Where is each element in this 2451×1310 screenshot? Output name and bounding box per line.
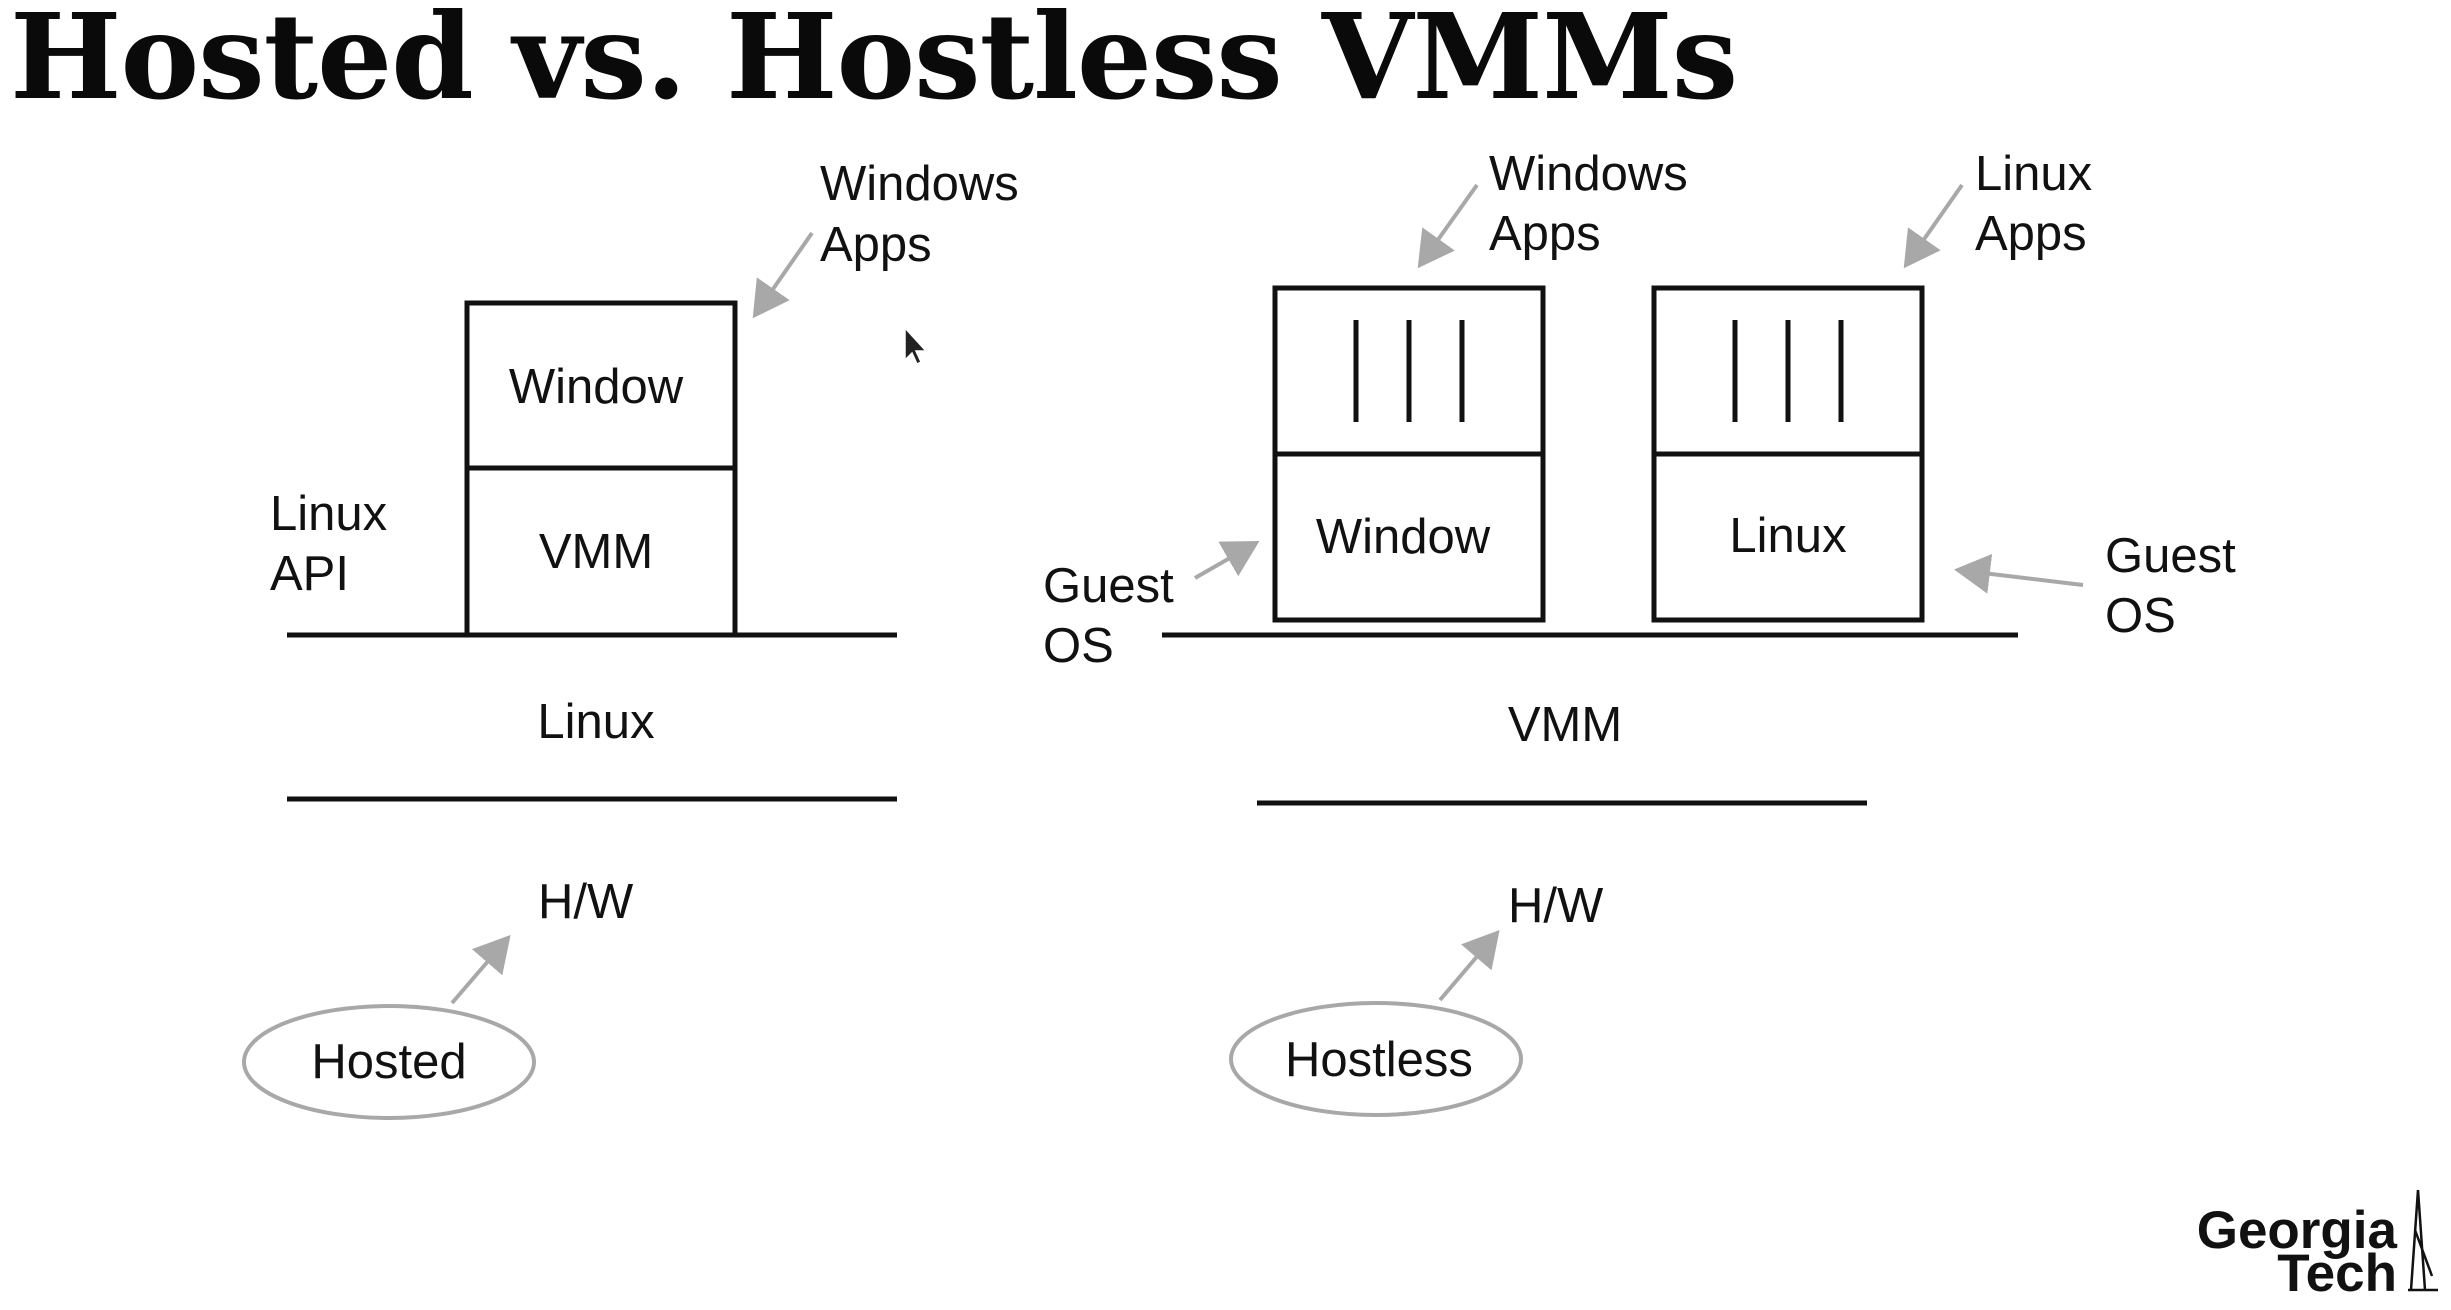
hostless-vmm-label: VMM xyxy=(1508,698,1622,752)
linux-apps-label-line2: Apps xyxy=(1975,207,2087,261)
hostless-windows-apps-arrow xyxy=(1417,183,1479,269)
hosted-windows-apps-label-line1: Windows xyxy=(820,157,1019,211)
tech-tower-icon xyxy=(2408,1189,2438,1292)
linux-api-label-line2: API xyxy=(270,547,349,601)
hostless-diagram: Windows Apps Linux Apps Window Linux Gue… xyxy=(1043,147,2236,1117)
hosted-oval-label: Hosted xyxy=(311,1035,466,1089)
hosted-oval xyxy=(242,1004,536,1120)
hostless-hw-label: H/W xyxy=(1508,879,1604,933)
hosted-windows-apps-label-line2: Apps xyxy=(820,218,932,272)
linux-apps-arrow xyxy=(1903,183,1964,269)
hostless-windows-apps-label-line2: Apps xyxy=(1489,207,1601,261)
guest-os-left-label-line2: OS xyxy=(1043,619,1114,673)
hostless-windows-apps-label-line1: Windows xyxy=(1489,147,1688,201)
slide-title: Hosted vs. Hostless VMMs xyxy=(10,0,1738,126)
hosted-linux-label: Linux xyxy=(537,695,654,749)
guest-os-left-label-line1: Guest xyxy=(1043,559,1174,613)
hostless-linux-label: Linux xyxy=(1729,509,1846,563)
georgia-tech-logo: Georgia Tech xyxy=(2197,1189,2438,1303)
hosted-diagram: Windows Apps Window VMM Linux API Linux … xyxy=(242,157,1019,1120)
hostless-window-os-box xyxy=(1272,451,1546,623)
linux-api-label-line1: Linux xyxy=(270,487,387,541)
guest-os-right-label-line2: OS xyxy=(2105,589,2176,643)
hostless-oval xyxy=(1229,1001,1523,1117)
guest-os-right-label-line1: Guest xyxy=(2105,529,2236,583)
hostless-hw-arrow xyxy=(1438,929,1500,1002)
guest-os-left-arrow xyxy=(1194,541,1260,580)
guest-os-right-arrow xyxy=(1954,553,2084,594)
hosted-windows-apps-arrow xyxy=(752,231,814,319)
linux-apps-label-line1: Linux xyxy=(1975,147,2092,201)
hostless-linux-os-box xyxy=(1651,451,1925,623)
logo-line2: Tech xyxy=(2277,1244,2397,1303)
hosted-window-label: Window xyxy=(509,360,684,414)
hosted-hw-arrow xyxy=(450,934,511,1005)
mouse-cursor-icon xyxy=(904,326,928,366)
hosted-vmm-label: VMM xyxy=(539,525,653,579)
logo-line1: Georgia xyxy=(2197,1201,2398,1260)
hostless-oval-label: Hostless xyxy=(1285,1033,1473,1087)
hosted-hw-label: H/W xyxy=(538,875,634,929)
hostless-window-label: Window xyxy=(1316,510,1491,564)
